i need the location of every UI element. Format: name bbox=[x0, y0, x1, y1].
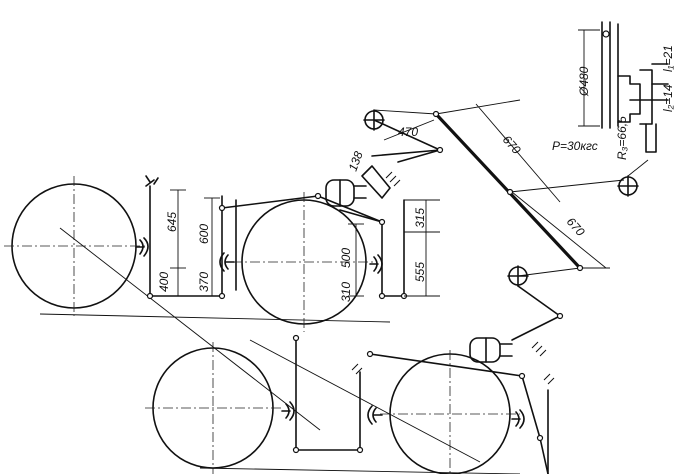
pivot-upper bbox=[363, 109, 385, 131]
brake-cylinder-upper bbox=[325, 179, 367, 207]
label-d670b: 670 bbox=[564, 215, 588, 239]
dim-line-670a bbox=[475, 103, 561, 203]
brake-shoe-2 bbox=[219, 252, 235, 272]
fixed-support-3 bbox=[531, 341, 547, 357]
brake-shoe-1 bbox=[135, 237, 149, 257]
label-l1: l₁=21 bbox=[661, 45, 675, 72]
label-l2: l₂=14 bbox=[661, 84, 675, 112]
label-d600: 600 bbox=[197, 224, 211, 244]
label-d480: Ø480 bbox=[577, 66, 591, 97]
hand-wheel-assembly bbox=[578, 21, 669, 153]
fixed-support-1 bbox=[145, 175, 159, 187]
label-d370: 370 bbox=[197, 272, 211, 292]
pivot-far-right bbox=[617, 175, 639, 197]
fixed-support-4 bbox=[543, 373, 555, 385]
ext-line-3 bbox=[509, 179, 625, 193]
rod-to-hand bbox=[371, 149, 441, 157]
dimension-lines bbox=[170, 119, 440, 297]
brake-shoe-6 bbox=[511, 409, 525, 429]
lever-bracket-upper bbox=[361, 165, 391, 199]
rod-cylinder bbox=[339, 209, 383, 223]
label-d500: 500 bbox=[339, 248, 353, 268]
brake-shoe-5 bbox=[367, 405, 383, 425]
rail-line-upper bbox=[39, 313, 391, 323]
rod-upper bbox=[221, 195, 319, 209]
label-d555: 555 bbox=[413, 262, 427, 282]
fixed-support-2 bbox=[385, 171, 401, 187]
rail-line-lower bbox=[199, 467, 521, 474]
ext-line-1 bbox=[373, 109, 437, 115]
lever-lower-right bbox=[521, 375, 541, 439]
link-pivot-lever bbox=[517, 267, 581, 277]
brake-cylinder-lower bbox=[469, 337, 513, 363]
rod-hand-lever bbox=[373, 119, 441, 151]
label-d470: 470 bbox=[398, 125, 418, 139]
rod-lower-pivot bbox=[517, 285, 561, 317]
diagonal-chord-lower bbox=[249, 339, 481, 463]
lever-lower-right-ext bbox=[539, 437, 549, 474]
label-p: P=30кгс bbox=[552, 139, 598, 153]
dim-line-670b bbox=[511, 191, 607, 269]
brake-shoe-3 bbox=[369, 254, 383, 274]
fixed-support-5 bbox=[351, 363, 363, 375]
rod-upper-right bbox=[317, 195, 383, 223]
label-d400: 400 bbox=[157, 272, 171, 292]
rod-lower-cylinder bbox=[511, 315, 561, 341]
label-d310: 310 bbox=[339, 282, 353, 302]
diagonal-chord bbox=[59, 227, 321, 431]
rod-lower bbox=[369, 353, 523, 377]
label-d315: 315 bbox=[413, 208, 427, 228]
rod-to-hand-2 bbox=[397, 149, 441, 163]
pins bbox=[146, 110, 584, 454]
label-d645: 645 bbox=[165, 212, 179, 232]
label-r3: R₃=66,5 bbox=[615, 116, 629, 160]
brake-shoe-4 bbox=[281, 401, 295, 421]
link-far-right bbox=[627, 159, 649, 177]
label-d138: 138 bbox=[346, 149, 366, 173]
